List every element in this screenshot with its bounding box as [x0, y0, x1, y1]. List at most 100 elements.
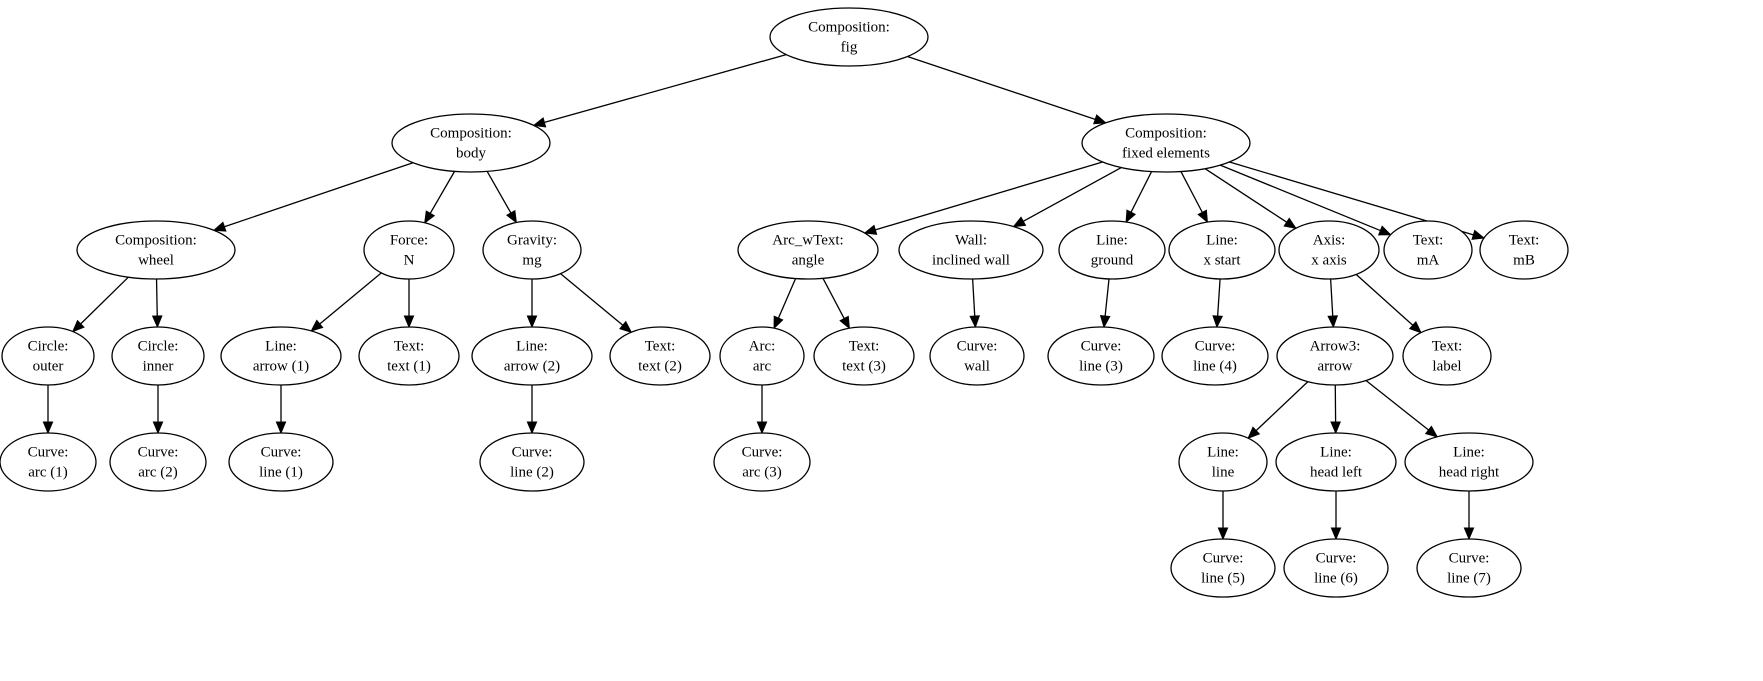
graph-node-wheel[interactable]: Composition:wheel [76, 220, 236, 280]
node-ellipse[interactable] [1404, 432, 1534, 492]
node-ellipse[interactable] [1275, 432, 1397, 492]
node-ellipse[interactable] [719, 326, 805, 386]
graph-node-texttext1[interactable]: Text:text (1) [358, 326, 460, 386]
node-ellipse[interactable] [1278, 220, 1380, 280]
graph-node-fixed[interactable]: Composition:fixed elements [1081, 113, 1251, 173]
node-ellipse[interactable] [0, 432, 97, 492]
edge-arrowhead-icon [1330, 421, 1341, 435]
graph-node-curveline7[interactable]: Curve:line (7) [1416, 538, 1522, 598]
node-ellipse[interactable] [813, 326, 915, 386]
node-ellipse[interactable] [1276, 326, 1394, 386]
node-ellipse[interactable] [220, 326, 342, 386]
node-ellipse[interactable] [1170, 538, 1276, 598]
graph-node-arrow3[interactable]: Arrow3:arrow [1276, 326, 1394, 386]
graph-node-curveline3[interactable]: Curve:line (3) [1047, 326, 1155, 386]
graph-node-curvewall[interactable]: Curve:wall [929, 326, 1025, 386]
node-label-name: line (5) [1201, 570, 1245, 586]
graph-edge [875, 161, 1103, 231]
graph-node-arcarc[interactable]: Arc:arc [719, 326, 805, 386]
node-ellipse[interactable] [1168, 220, 1276, 280]
node-ellipse[interactable] [1402, 326, 1492, 386]
graph-node-textlabel[interactable]: Text:label [1402, 326, 1492, 386]
node-label-name: arc (2) [138, 464, 178, 480]
node-ellipse[interactable] [898, 220, 1044, 280]
node-ellipse[interactable] [482, 220, 582, 280]
graph-node-forceN[interactable]: Force:N [363, 220, 455, 280]
graph-edge [544, 53, 787, 124]
node-label-type: Circle: [28, 338, 69, 354]
graph-node-linearrow1[interactable]: Line:arrow (1) [220, 326, 342, 386]
node-ellipse[interactable] [111, 326, 205, 386]
graph-node-linearrow2[interactable]: Line:arrow (2) [471, 326, 593, 386]
node-ellipse[interactable] [737, 220, 879, 280]
graph-node-curveline1[interactable]: Curve:line (1) [228, 432, 334, 492]
node-ellipse[interactable] [929, 326, 1025, 386]
graph-node-body[interactable]: Composition:body [391, 113, 551, 173]
node-label-type: Curve: [28, 444, 69, 460]
node-ellipse[interactable] [1047, 326, 1155, 386]
node-ellipse[interactable] [1283, 538, 1389, 598]
graph-node-arcwtext[interactable]: Arc_wText:angle [737, 220, 879, 280]
node-label-type: Curve: [742, 444, 783, 460]
graph-node-textmB[interactable]: Text:mB [1479, 220, 1569, 280]
graph-node-curvearc1[interactable]: Curve:arc (1) [0, 432, 97, 492]
node-ellipse[interactable] [471, 326, 593, 386]
node-label-type: Text: [394, 338, 425, 354]
graph-edge [1130, 171, 1153, 213]
graph-node-circleinner[interactable]: Circle:inner [111, 326, 205, 386]
graph-node-linexstart[interactable]: Line:x start [1168, 220, 1276, 280]
node-ellipse[interactable] [358, 326, 460, 386]
node-label-type: Text: [1432, 338, 1463, 354]
node-ellipse[interactable] [1479, 220, 1569, 280]
node-ellipse[interactable] [76, 220, 236, 280]
graph-node-fig[interactable]: Composition:fig [769, 7, 929, 67]
graph-node-curvearc3[interactable]: Curve:arc (3) [713, 432, 811, 492]
node-label-type: Gravity: [507, 232, 557, 248]
node-ellipse[interactable] [713, 432, 811, 492]
node-ellipse[interactable] [1416, 538, 1522, 598]
node-ellipse[interactable] [1081, 113, 1251, 173]
node-label-type: Text: [645, 338, 676, 354]
graph-node-gravity[interactable]: Gravity:mg [482, 220, 582, 280]
graph-node-texttext2[interactable]: Text:text (2) [609, 326, 711, 386]
graph-node-lineline[interactable]: Line:line [1178, 432, 1268, 492]
node-ellipse[interactable] [1383, 220, 1473, 280]
edge-arrowhead-icon [1099, 315, 1111, 329]
graph-edge [1204, 168, 1288, 223]
edge-arrowhead-icon [969, 315, 981, 329]
node-label-type: Arc_wText: [772, 232, 843, 248]
edge-arrowhead-icon [756, 421, 768, 435]
node-ellipse[interactable] [228, 432, 334, 492]
edge-arrowhead-icon [1377, 225, 1392, 236]
node-ellipse[interactable] [1161, 326, 1269, 386]
graph-node-curveline5[interactable]: Curve:line (5) [1170, 538, 1276, 598]
graph-node-curvearc2[interactable]: Curve:arc (2) [109, 432, 207, 492]
graph-node-curveline6[interactable]: Curve:line (6) [1283, 538, 1389, 598]
node-ellipse[interactable] [609, 326, 711, 386]
node-label-type: Line: [1320, 444, 1352, 460]
node-ellipse[interactable] [109, 432, 207, 492]
node-ellipse[interactable] [1178, 432, 1268, 492]
graph-edge [1329, 278, 1334, 317]
graph-node-texttext3[interactable]: Text:text (3) [813, 326, 915, 386]
graph-node-wall[interactable]: Wall:inclined wall [898, 220, 1044, 280]
graph-node-textmA[interactable]: Text:mA [1383, 220, 1473, 280]
node-ellipse[interactable] [479, 432, 585, 492]
graph-edge [224, 162, 414, 228]
node-ellipse[interactable] [363, 220, 455, 280]
graph-node-curveline4[interactable]: Curve:line (4) [1161, 326, 1269, 386]
graph-node-circleouter[interactable]: Circle:outer [1, 326, 95, 386]
node-ellipse[interactable] [769, 7, 929, 67]
graph-node-curveline2[interactable]: Curve:line (2) [479, 432, 585, 492]
graph-edge [971, 278, 976, 317]
node-ellipse[interactable] [1, 326, 95, 386]
node-ellipse[interactable] [391, 113, 551, 173]
node-label-type: Composition: [1125, 125, 1207, 141]
graph-node-lineheadright[interactable]: Line:head right [1404, 432, 1534, 492]
graph-edge [1104, 278, 1110, 317]
graph-node-lineheadleft[interactable]: Line:head left [1275, 432, 1397, 492]
graph-node-lineground[interactable]: Line:ground [1058, 220, 1166, 280]
node-ellipse[interactable] [1058, 220, 1166, 280]
graph-node-axis[interactable]: Axis:x axis [1278, 220, 1380, 280]
node-label-name: fig [841, 39, 858, 55]
